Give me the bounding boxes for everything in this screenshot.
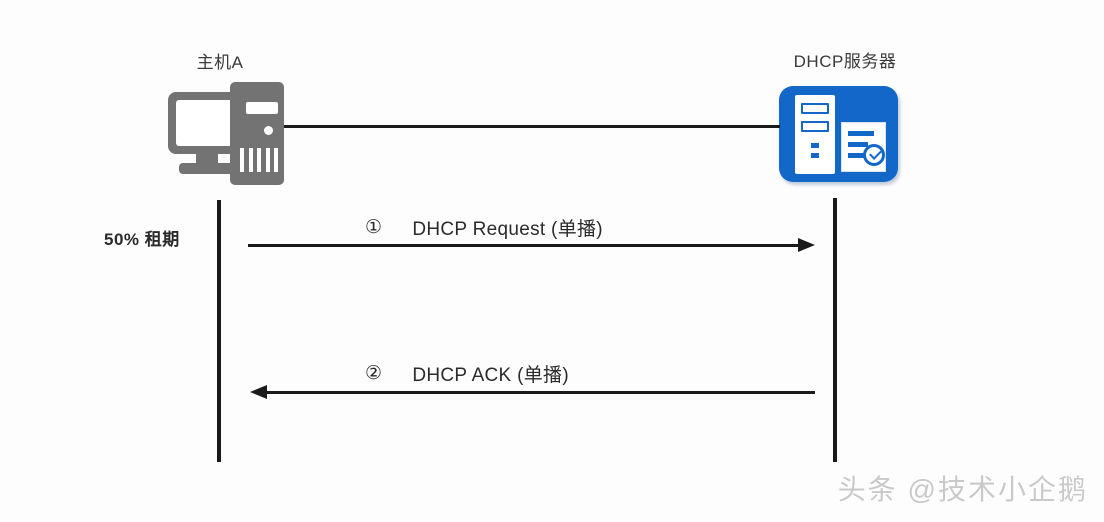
host-node-label: 主机A (196, 53, 244, 72)
server-node-label: DHCP服务器 (793, 52, 897, 71)
check-circle-icon (863, 144, 885, 166)
desktop-computer-icon (168, 82, 284, 185)
server-lifeline (833, 198, 837, 462)
server-bay-2 (801, 121, 829, 132)
monitor-base (179, 163, 236, 174)
message-2-label: DHCP ACK (单播) (412, 365, 569, 386)
document-line-3 (848, 153, 868, 158)
watermark: 头条 @技术小企鹅 (837, 474, 1088, 505)
host-lifeline (217, 200, 221, 462)
message-2-line (265, 391, 815, 394)
message-1-number: ① (365, 217, 383, 238)
server-bay-1 (801, 103, 829, 114)
tower-drive-slot (246, 102, 278, 114)
server-tower (795, 95, 835, 174)
server-document-panel (841, 122, 886, 172)
server-led-2 (811, 153, 819, 158)
network-link-line (284, 125, 780, 128)
lease-period-annotation: 50% 租期 (104, 230, 180, 249)
monitor-screen (176, 100, 238, 146)
message-2-caption: ② DHCP ACK (单播) (365, 360, 569, 387)
dhcp-server-icon (779, 86, 898, 182)
message-1-arrowhead (798, 238, 815, 252)
message-2-arrowhead (250, 385, 267, 399)
message-1-label: DHCP Request (单播) (412, 219, 603, 240)
server-led-1 (811, 143, 819, 148)
document-line-1 (848, 131, 874, 136)
message-1-caption: ① DHCP Request (单播) (365, 214, 603, 241)
monitor-neck (196, 154, 218, 163)
document-line-2 (848, 142, 868, 147)
tower-power-dot (264, 126, 273, 135)
message-1-line (248, 244, 800, 247)
message-2-number: ② (365, 363, 383, 384)
tower-vents (240, 148, 278, 172)
